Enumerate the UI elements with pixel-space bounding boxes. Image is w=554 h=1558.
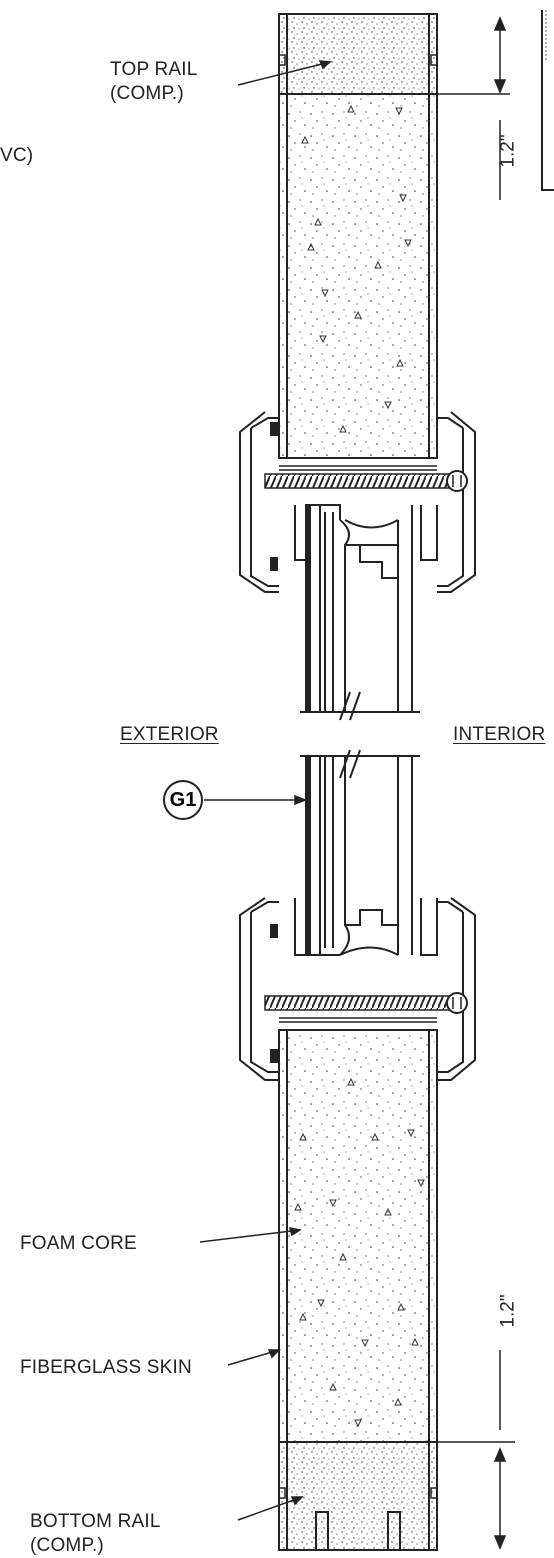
glass-tag-text: G1	[169, 788, 197, 811]
bottom-frame	[239, 897, 476, 1081]
interior-label: INTERIOR	[453, 724, 546, 745]
bottom-panel	[278, 1029, 438, 1551]
fiberglass-skin-label: FIBERGLASS SKIN	[20, 1357, 192, 1378]
top-rail-comp-label: (COMP.)	[110, 83, 184, 104]
pvc-partial-label: VC)	[0, 145, 34, 166]
bottom-screw	[264, 995, 451, 1011]
top-screw	[264, 473, 451, 489]
bottom-foam-core	[278, 1029, 438, 1443]
bottom-rail-block	[278, 1441, 438, 1551]
leader-lines	[199, 60, 332, 1521]
right-edge-artifact	[541, 10, 554, 191]
bottom-dimension-text: 1.2"	[497, 1294, 519, 1328]
top-rail-label: TOP RAIL	[110, 59, 198, 80]
top-panel	[278, 13, 438, 459]
top-dimension-text: 1.2"	[497, 134, 519, 168]
bottom-rail-label: BOTTOM RAIL	[30, 1511, 161, 1532]
bottom-core-triangles	[294, 1077, 425, 1428]
bottom-rail-comp-label: (COMP.)	[30, 1535, 104, 1556]
top-glazing	[305, 504, 413, 712]
foam-core-label: FOAM CORE	[20, 1233, 137, 1254]
top-core-triangles	[301, 104, 412, 433]
glass-tag-g1: G1	[163, 780, 203, 820]
top-foam-core	[278, 93, 438, 459]
bottom-glazing	[305, 756, 413, 956]
exterior-label: EXTERIOR	[120, 724, 219, 745]
top-rail-block	[278, 13, 438, 95]
dimension-lines	[437, 16, 515, 1550]
top-frame	[239, 411, 476, 593]
